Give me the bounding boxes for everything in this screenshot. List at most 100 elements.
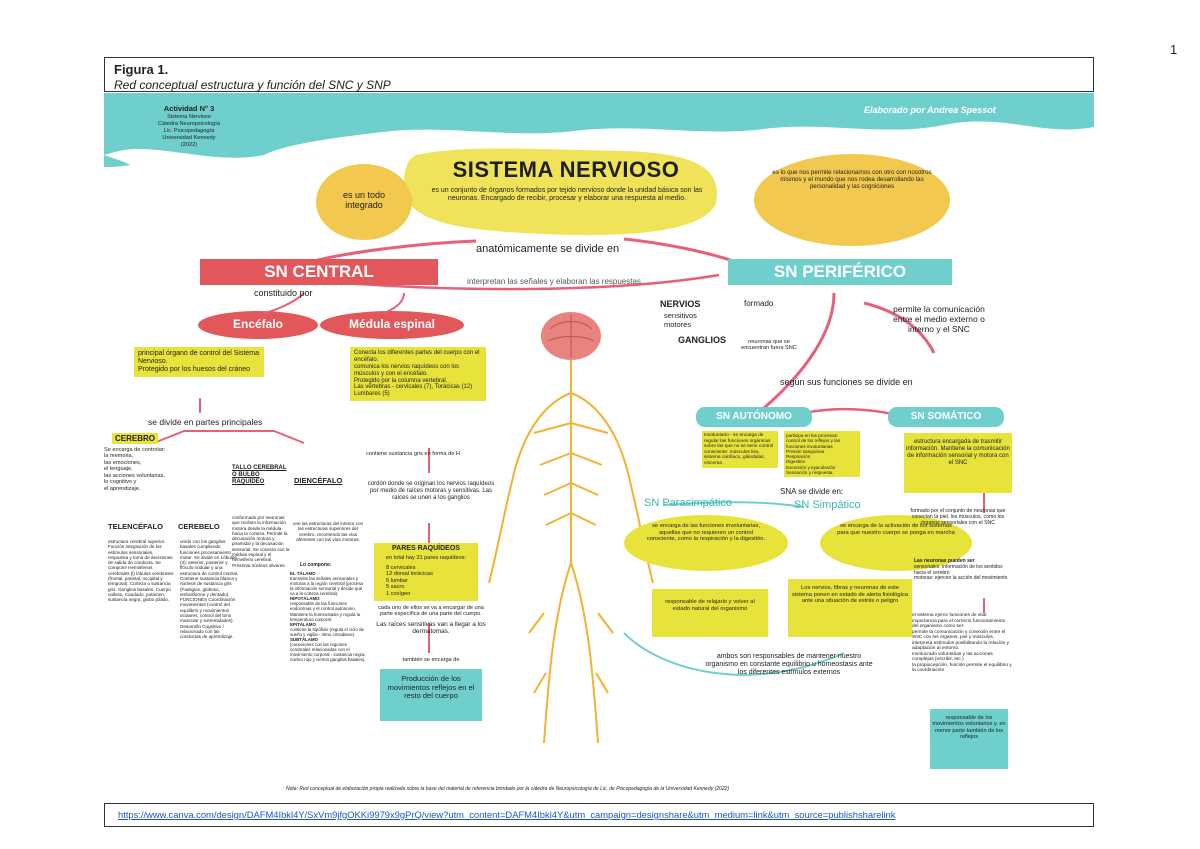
- diencefalo-title: DIENCÉFALO: [294, 476, 343, 485]
- pairs-title: PARES RAQUÍDEOS: [392, 545, 460, 552]
- nervios-motores: motores: [664, 319, 692, 329]
- cerebro-item-1: la memoria,: [104, 453, 134, 460]
- encefalo-bullet-1: principal órgano de control del Sistema …: [138, 350, 260, 366]
- simp-title: SN Simpático: [794, 499, 861, 511]
- cerebro-item-6: el aprendizaje.: [104, 485, 141, 492]
- medula-title: Médula espinal: [348, 317, 436, 331]
- diencefalo-components-title: Lo compone:: [300, 562, 332, 568]
- pairs-box: [374, 543, 478, 601]
- neurons-title: Las neuronas pueden ser: [914, 558, 975, 564]
- activity-line-2: Cátedra Neuropsicología: [158, 121, 220, 127]
- voluntary-box: [930, 709, 1008, 769]
- tallo-title: TALLO CEREBRAL O BULBO RAQUÍDEO: [232, 465, 287, 485]
- simp-bottom-box: [788, 579, 912, 637]
- medula-bullet-4: Las vértebras - cervicales (7), Torácica…: [354, 384, 473, 398]
- autonomo-right-item-3: Respiración: [786, 454, 811, 460]
- left-cloud: [316, 164, 412, 240]
- neuron-type-2: motoras: ejercen la acción del movimient…: [914, 575, 1008, 582]
- hipotalamo-text: responsable de las funciones endocrinas …: [290, 601, 361, 622]
- somatico-box: [904, 433, 1012, 493]
- cerebelo-title: CEREBELO: [178, 522, 220, 531]
- encefalo-title: Encéfalo: [232, 317, 283, 331]
- right-cloud-text: es lo que nos permite relacionarnos con …: [772, 169, 932, 191]
- brain-folds: [547, 315, 595, 357]
- page-number: 1: [1170, 42, 1178, 57]
- medula-cords: cordón donde se originan los nervios raq…: [367, 481, 495, 501]
- somatico-functions: el sistema ejerce funciones de vital imp…: [912, 613, 1012, 674]
- cerebro-intro: Se encarga de controlar:: [104, 447, 166, 453]
- figure-label: Figura 1.: [114, 62, 169, 77]
- autonomo-left-text: Involuntario - se encarga de regular las…: [702, 431, 778, 469]
- function-3: Involucrado voluntarias y las acciones c…: [912, 651, 993, 663]
- sn-central-title: SN CENTRAL: [264, 262, 374, 281]
- link-frame: [104, 803, 1094, 827]
- cerebelo-text: unido con los ganglios basales cumpliend…: [180, 539, 239, 640]
- medula-gray: contiene sustancia gris en forma de H: [366, 451, 460, 457]
- autonomo-right-item-6: Sensación y respuesta: [786, 469, 833, 475]
- nervios-sensitivos: sensitivos: [664, 311, 697, 320]
- connector-somatico: [863, 301, 936, 354]
- somatico-text: estructura encargada de trasmitir inform…: [906, 439, 1010, 466]
- yellow-blob: [404, 148, 718, 236]
- pink-bubble-right: [320, 311, 464, 339]
- constituted-text: constituido por: [254, 288, 313, 298]
- autonomo-right-item-1: control de los reflejos y las funciones …: [786, 438, 841, 449]
- function-2: interpreta estímulos posibilitando la re…: [912, 640, 1010, 652]
- simp-bottom-text: Los nervios, fibras y neuronas de este s…: [792, 585, 909, 605]
- autonomo-right-item-4: Digestión: [786, 459, 806, 465]
- para-bubble: [624, 515, 788, 571]
- cerebro-item-3: el lenguaje,: [104, 466, 133, 473]
- ganglios-desc: neuronas que se encuentran fuera SNC: [741, 339, 797, 352]
- main-title: SISTEMA NERVIOSO: [452, 157, 680, 182]
- reflexes-text: Producción de los movimientos reflejos e…: [387, 674, 475, 701]
- right-cloud: [754, 154, 950, 246]
- interpret-text: interpretan las señales y elaboran las r…: [467, 277, 641, 286]
- left-cloud-text: es un todo integrado: [342, 190, 386, 211]
- dermatomas-text: Las raíces sensitivas van a llegar a los…: [376, 621, 486, 636]
- epitalamo-name: EPITÁLAMO: [290, 621, 316, 627]
- reflex-box: [380, 669, 482, 721]
- concept-map: Actividad N° 3 Sistema Nervioso Cátedra …: [104, 93, 1094, 803]
- neuron-type-1: sensoriales: información de los sentidos…: [914, 563, 1003, 576]
- pairs-note: cada uno de ellos se va a encargar de un…: [378, 605, 484, 618]
- arrow-left-arc: [313, 239, 477, 263]
- diencefalo-components: EL TÁLAMO transmite las señales sensoria…: [290, 571, 366, 662]
- cerebro-title: CEREBRO: [112, 433, 159, 445]
- activity-line-4: Universidad Kennedy: [162, 135, 216, 141]
- encefalo-bullet-2: Protegido por los huesos del cráneo: [138, 366, 251, 374]
- pair-4: 5 sacro: [386, 584, 405, 591]
- sna-divides: SNA se divide en:: [780, 487, 844, 496]
- pairs-sub: en total hay 31 pares raquídeos:: [385, 555, 467, 561]
- left-wave-edge: [104, 155, 130, 167]
- activity-line-3: Lic. Psicopedagogía: [163, 128, 215, 134]
- both-text: ambos son responsables de mantener nuest…: [705, 653, 873, 677]
- nervios-types: sensitivos motores: [664, 311, 697, 329]
- medula-bullet-3: Protegido por la columna vertebral.: [354, 377, 448, 384]
- top-wave-band: [104, 93, 1094, 158]
- voluntary-text: responsable de los movimientos voluntari…: [932, 715, 1006, 741]
- cerebro-item-4: las acciones voluntarias,: [104, 472, 165, 479]
- formado-text: formado: [744, 299, 774, 308]
- function-4: la propiocepción, función permite el equ…: [912, 662, 1012, 674]
- activity-line-5: (2022): [180, 142, 198, 148]
- pairs-list: 8 cervicales 12 dorsal torácicas 5 lumba…: [386, 565, 476, 597]
- sn-somatico-banner: [888, 407, 1004, 427]
- canva-link[interactable]: https://www.canva.com/design/DAFM4Ibkl4Y…: [118, 809, 896, 820]
- somatico-nerves: formado por el conjunto de neuronas que …: [910, 508, 1006, 526]
- permite-text: permite la comunicación entre el medio e…: [893, 304, 985, 334]
- tallo-text: conformado por neuronas que reciben la i…: [232, 515, 290, 568]
- encefalo-divides: se divide en partes principales: [148, 417, 263, 427]
- para-title: SN Parasimpático: [644, 497, 733, 509]
- pair-1: 8 cervicales: [386, 565, 416, 571]
- author-credit: Elaborado por Andrea Spessot: [864, 105, 996, 115]
- ganglios-title: GANGLIOS: [678, 335, 727, 345]
- diencefalo-text: une las estructuras del interior con las…: [292, 521, 364, 542]
- arrow-cross: [343, 273, 720, 291]
- functions-intro: el sistema ejerce funciones de vital imp…: [912, 613, 1006, 630]
- autonomo-right-box: participa en los procesos: control de lo…: [784, 431, 860, 478]
- activity-line-1: Sistema Nervioso: [167, 114, 211, 120]
- sn-autonomo-title: SN AUTÓNOMO: [716, 411, 792, 422]
- pink-bubble-left: [198, 311, 318, 339]
- autonomo-right-item-5: Excreción y eyaculación: [786, 464, 836, 470]
- pair-5: 1 coxígeo: [386, 590, 411, 597]
